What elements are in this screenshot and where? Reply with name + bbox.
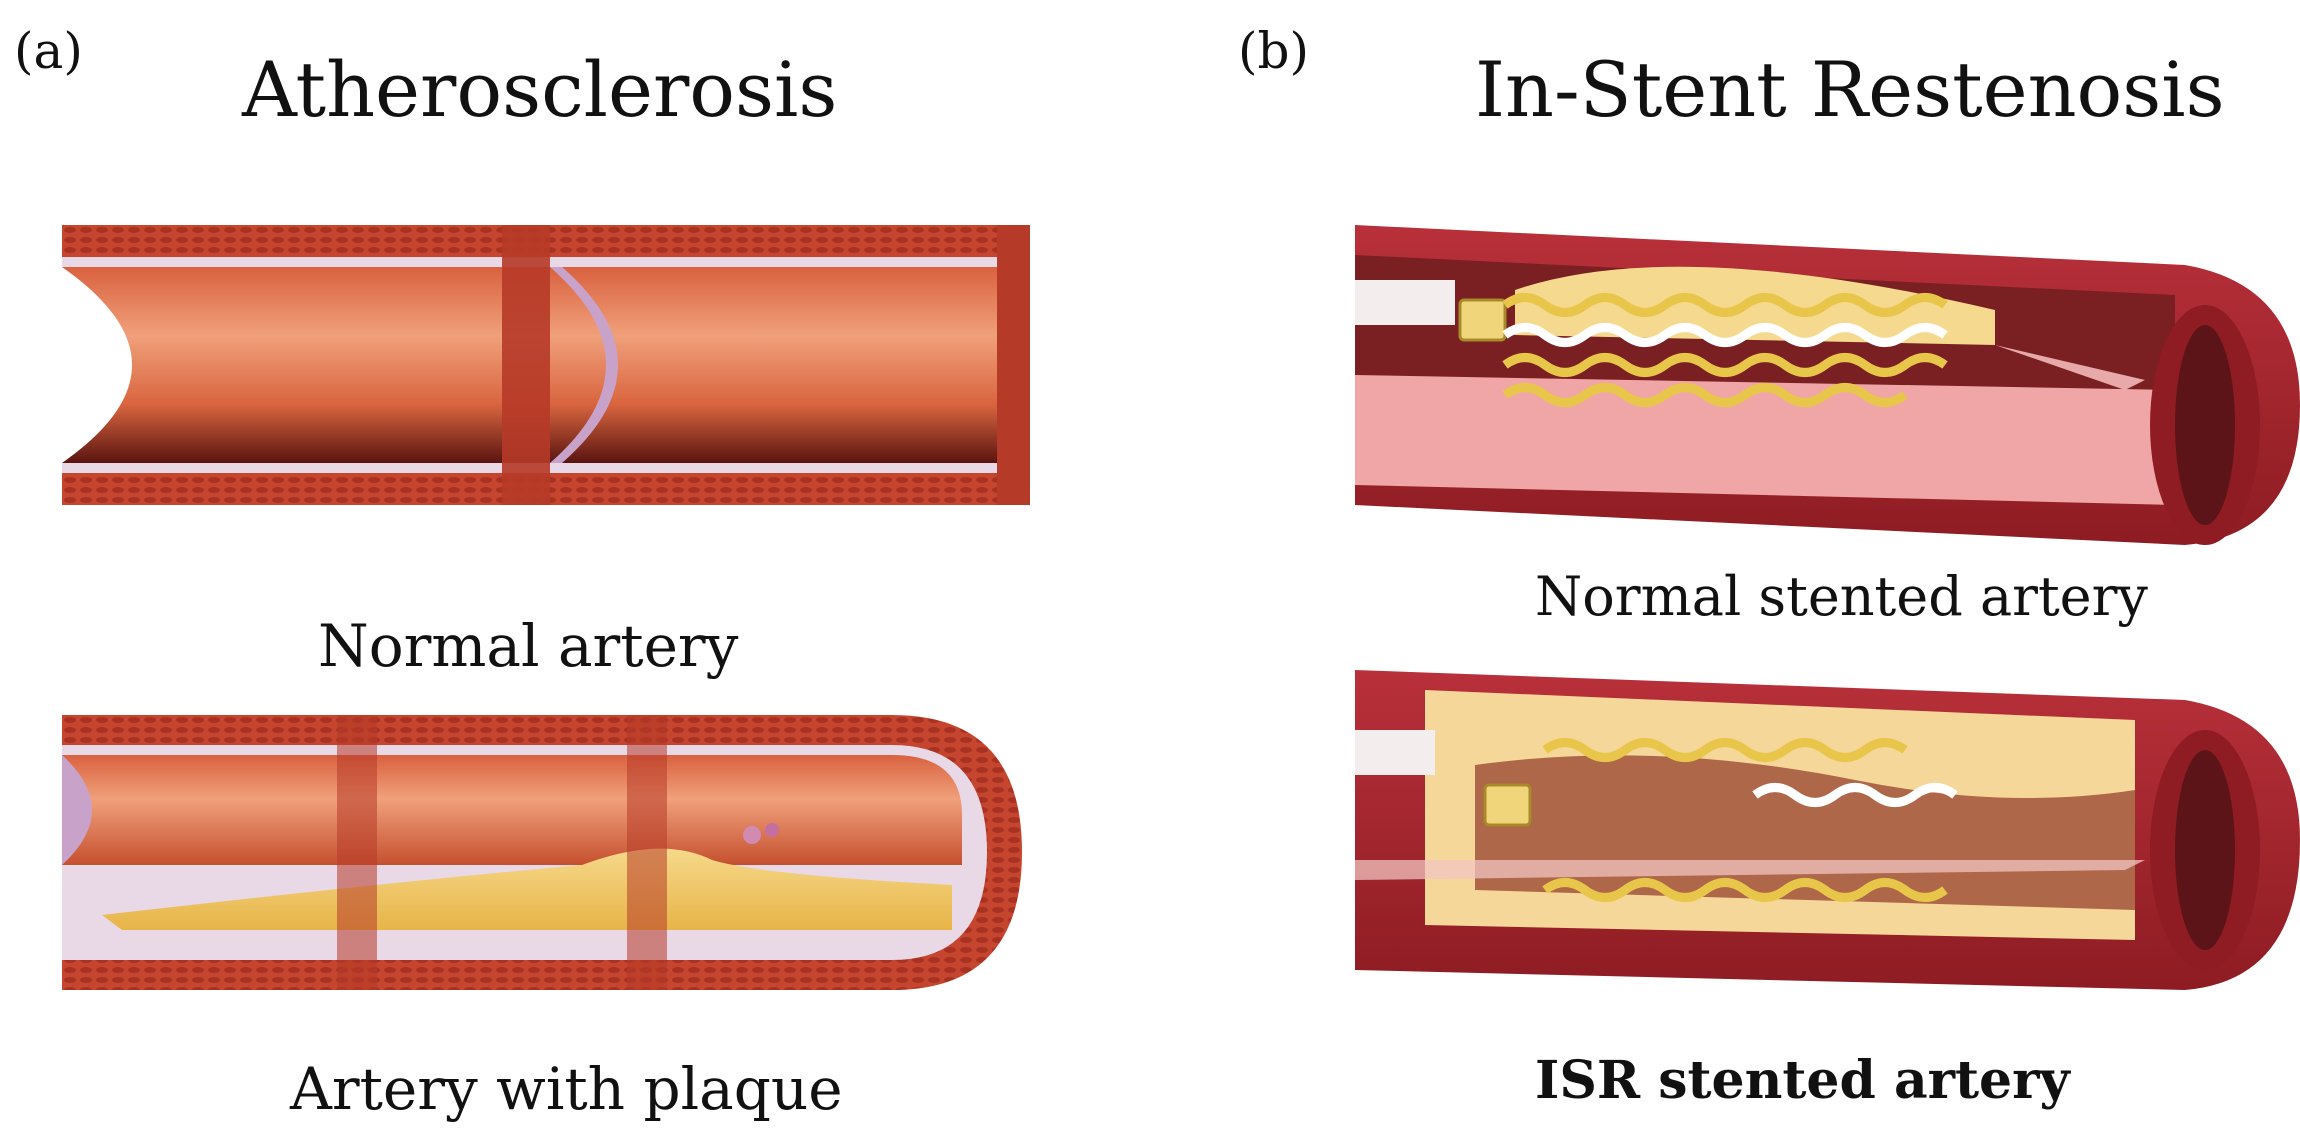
stent-tissue: [1515, 266, 1995, 345]
caption-isr-stented-artery: ISR stented artery: [1535, 1050, 2070, 1111]
vessel-inner-wall: [1355, 375, 2175, 505]
normal-artery-illustration: [62, 225, 1030, 505]
panel-a-label: (a): [14, 22, 83, 80]
flow-arrow: [1995, 345, 2145, 390]
plaque-artery-illustration: [62, 715, 1022, 990]
plaque-deposit: [102, 848, 952, 930]
narrowed-lumen: [62, 755, 962, 865]
normal-stented-artery-illustration: [1355, 225, 2300, 545]
caption-artery-with-plaque: Artery with plaque: [290, 1055, 843, 1123]
panel-b-title: In-Stent Restenosis: [1475, 45, 2225, 134]
isr-flow-arrow: [1355, 860, 2145, 880]
isr-stent-struts: [1542, 738, 1958, 902]
caption-normal-stented-artery: Normal stented artery: [1535, 565, 2148, 628]
isr-stented-artery-illustration: [1355, 670, 2300, 990]
caption-normal-artery: Normal artery: [318, 612, 739, 680]
panel-a-title: Atherosclerosis: [242, 45, 838, 134]
panel-b-label: (b): [1238, 22, 1310, 80]
stent-struts: [1502, 293, 1948, 407]
